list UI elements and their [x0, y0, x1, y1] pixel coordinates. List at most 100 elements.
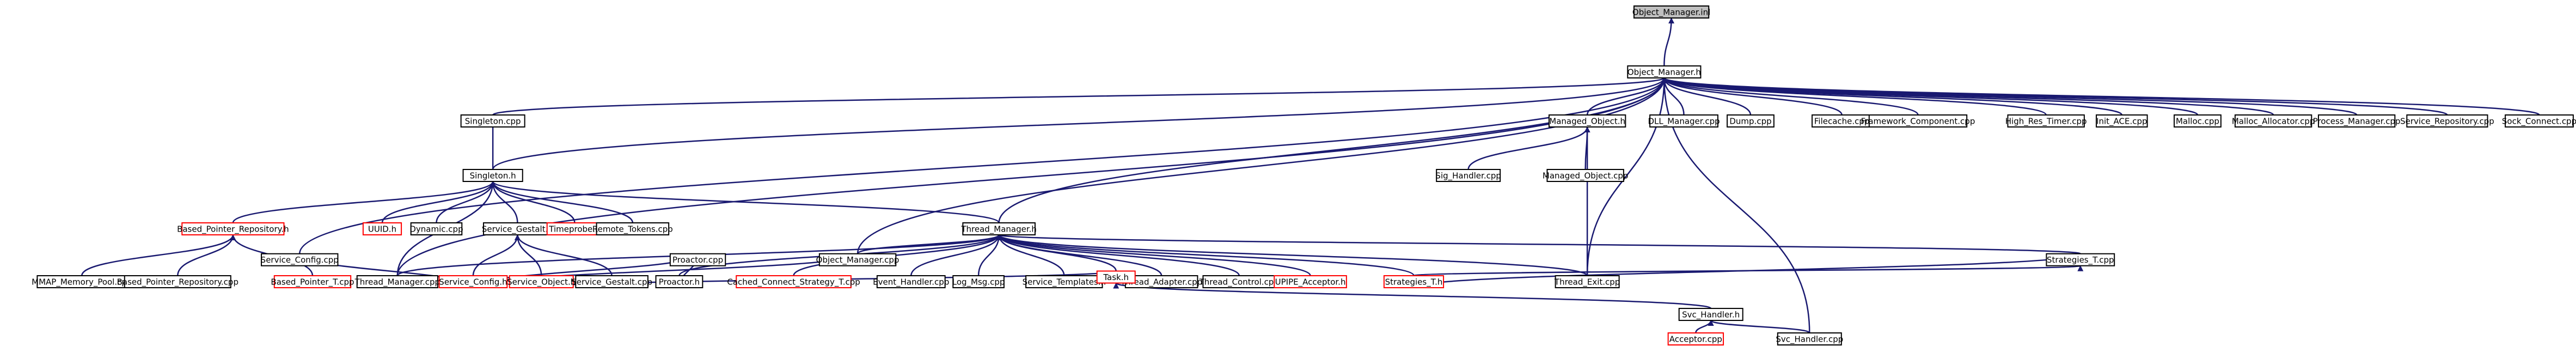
node-label: Task.h: [1103, 272, 1129, 282]
node-based-pointer-repository-h[interactable]: Based_Pointer_Repository.h: [177, 222, 289, 235]
edge-service_config_cpp-to-object_manager_h: [298, 77, 1667, 254]
node-singleton-h[interactable]: Singleton.h: [462, 169, 523, 182]
node-box: [818, 253, 897, 266]
node-thread-manager-cpp[interactable]: Thread_Manager.cpp: [354, 275, 440, 288]
node-label: Sock_Connect.cpp: [2502, 117, 2576, 127]
node-service-repository-cpp[interactable]: Service_Repository.cpp: [2400, 114, 2494, 128]
node-thread-exit-cpp[interactable]: Thread_Exit.cpp: [1554, 275, 1620, 288]
node-timeprobe-h[interactable]: Timeprobe.h: [546, 222, 603, 235]
node-box: [1555, 275, 1620, 288]
node-service-object-h[interactable]: Service_Object.h: [507, 275, 576, 288]
node-proactor-cpp[interactable]: Proactor.cpp: [669, 253, 726, 266]
node-label: Managed_Object.h: [1549, 117, 1625, 127]
node-based-pointer-t-cpp[interactable]: Based_Pointer_T.cpp: [271, 275, 354, 288]
node-label: Based_Pointer_Repository.h: [177, 224, 289, 235]
node-dll-manager-cpp[interactable]: DLL_Manager.cpp: [1648, 114, 1720, 128]
node-box: [1649, 114, 1718, 128]
node-label: Acceptor.cpp: [1669, 335, 1722, 344]
node-label: Singleton.cpp: [465, 117, 521, 126]
node-label: Dynamic.cpp: [409, 224, 463, 234]
node-box: [2317, 114, 2396, 128]
node-uuid-h[interactable]: UUID.h: [362, 222, 402, 235]
node-singleton-cpp[interactable]: Singleton.cpp: [460, 114, 525, 128]
node-box: [962, 222, 1036, 235]
node-high-res-timer-cpp[interactable]: High_Res_Timer.cpp: [2005, 114, 2087, 128]
node-framework-component-cpp[interactable]: Framework_Component.cpp: [1861, 114, 1975, 128]
node-service-gestalt-cpp[interactable]: Service_Gestalt.cpp: [571, 275, 652, 288]
edge-remote_tokens_cpp-to-singleton_h: [489, 181, 634, 223]
edge-thread_exit_cpp-to-thread_manager_h: [996, 234, 1588, 277]
node-process-manager-cpp[interactable]: Process_Manager.cpp: [2313, 114, 2401, 128]
edge-timeprobe_h-to-singleton_h: [489, 181, 576, 223]
node-acceptor-cpp[interactable]: Acceptor.cpp: [1667, 332, 1724, 345]
node-label: Cached_Connect_Strategy_T.cpp: [727, 277, 860, 288]
node-label: Thread_Manager.h: [960, 224, 1037, 235]
node-dynamic-cpp[interactable]: Dynamic.cpp: [409, 222, 463, 235]
node-dump-cpp[interactable]: Dump.cpp: [1727, 114, 1775, 128]
node-label: DLL_Manager.cpp: [1648, 117, 1720, 127]
node-init-ace-cpp[interactable]: Init_ACE.cpp: [2096, 114, 2148, 128]
node-remote-tokens-cpp[interactable]: Remote_Tokens.cpp: [592, 222, 673, 235]
node-label: Service_Gestalt.cpp: [571, 277, 652, 288]
node-managed-object-h[interactable]: Managed_Object.h: [1548, 114, 1626, 128]
node-uipipe-acceptor-h[interactable]: UPIPE_Acceptor.h: [1274, 275, 1347, 288]
node-based-pointer-repository-cpp[interactable]: Based_Pointer_Repository.cpp: [117, 275, 238, 288]
node-box: [410, 222, 463, 235]
node-filecache-cpp[interactable]: Filecache.cpp: [1812, 114, 1873, 128]
node-malloc-allocator-cpp[interactable]: Malloc_Allocator.cpp: [2232, 114, 2315, 128]
node-malloc-cpp[interactable]: Malloc.cpp: [2174, 114, 2222, 128]
edge-strategies_t_h-to-strategies_t_cpp: [1413, 265, 2083, 277]
node-box: [1667, 332, 1724, 345]
edge-object_manager_cpp-to-thread_manager_h: [856, 234, 1002, 254]
node-box: [2174, 114, 2222, 128]
node-thread-control-cpp[interactable]: Thread_Control.cpp: [1199, 275, 1279, 288]
node-label: Process_Manager.cpp: [2313, 117, 2401, 127]
node-label: High_Res_Timer.cpp: [2005, 117, 2087, 127]
node-proactor-h[interactable]: Proactor.h: [655, 275, 703, 288]
node-label: Service_Repository.cpp: [2400, 117, 2494, 127]
node-label: Strategies_T.cpp: [2047, 255, 2114, 265]
edge-singleton_h-to-object_manager_h: [492, 77, 1667, 170]
edge-strategies_t_cpp-to-thread_manager_h: [996, 234, 2082, 254]
node-box: [1548, 114, 1626, 128]
node-box: [438, 275, 508, 288]
edge-task_h-to-thread_manager_h: [996, 234, 1117, 271]
node-box: [460, 114, 525, 128]
node-thread-manager-h[interactable]: Thread_Manager.h: [960, 222, 1037, 235]
node-service-config-cpp[interactable]: Service_Config.cpp: [261, 253, 339, 266]
node-sock-connect-cpp[interactable]: Sock_Connect.cpp: [2502, 114, 2576, 128]
node-object-manager-inl[interactable]: Object_Manager.inl: [1632, 5, 1710, 19]
node-box: [1627, 65, 1702, 78]
node-object-manager-h[interactable]: Object_Manager.h: [1627, 65, 1702, 78]
node-strategies-t-h[interactable]: Strategies_T.h: [1383, 275, 1445, 288]
node-label: Timeprobe.h: [548, 224, 600, 234]
node-box: [1274, 275, 1347, 288]
node-cached-connect-strategy-t-cpp[interactable]: Cached_Connect_Strategy_T.cpp: [727, 275, 860, 288]
node-box: [952, 275, 1005, 288]
node-service-gestalt-h[interactable]: Service_Gestalt.h: [482, 222, 553, 235]
node-svc-handler-h[interactable]: Svc_Handler.h: [1678, 308, 1743, 321]
node-svc-handler-cpp[interactable]: Svc_Handler.cpp: [1776, 332, 1843, 345]
node-box: [356, 275, 438, 288]
node-strategies-t-cpp[interactable]: Strategies_T.cpp: [2046, 253, 2115, 266]
node-service-templates-h[interactable]: Service_Templates.h: [1023, 275, 1106, 288]
node-label: Malloc.cpp: [2176, 117, 2219, 126]
node-object-manager-cpp[interactable]: Object_Manager.cpp: [816, 253, 900, 266]
node-label: Thread_Manager.cpp: [354, 277, 440, 288]
node-label: Svc_Handler.cpp: [1776, 335, 1843, 345]
edge-thread_exit_cpp-to-object_manager_h: [1586, 77, 1667, 276]
node-managed-object-cpp[interactable]: Managed_Object.cpp: [1543, 169, 1629, 182]
edge-object_manager_h-to-object_manager_inl: [1663, 17, 1675, 66]
node-task-h[interactable]: Task.h: [1096, 270, 1136, 284]
edge-service_gestalt_h-to-singleton_h: [489, 181, 518, 223]
node-service-config-h[interactable]: Service_Config.h: [438, 275, 508, 288]
node-box: [509, 275, 574, 288]
node-sig-handler-cpp[interactable]: Sig_Handler.cpp: [1435, 169, 1501, 182]
node-log-msg-cpp[interactable]: Log_Msg.cpp: [952, 275, 1005, 288]
node-box: [462, 169, 523, 182]
node-box: [736, 275, 852, 288]
node-thread-adapter-cpp[interactable]: Thread_Adapter.cpp: [1120, 275, 1202, 288]
node-event-handler-cpp[interactable]: Event_Handler.cpp: [873, 275, 949, 288]
node-label: Framework_Component.cpp: [1861, 117, 1975, 127]
edge-strategies_t_h-to-thread_manager_h: [996, 234, 1415, 276]
